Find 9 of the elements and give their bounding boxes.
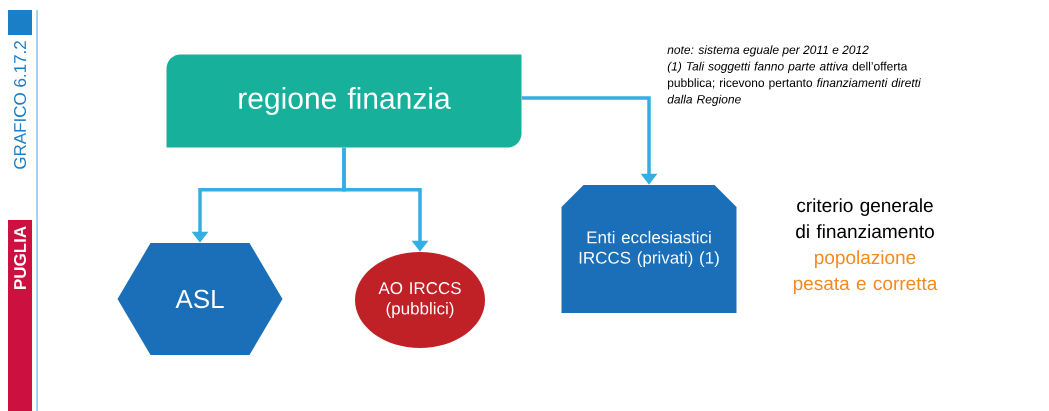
chart-number: GRAFICO 6.17.2 [14,41,27,169]
title-box: regione finanzia [166,54,522,148]
hexagon: ASL [117,243,283,355]
criterion-text: criterio generale di finanziamento [796,198,934,239]
note-text: (1) Tali soggetti fanno parte attiva dell’offerta pubblica; ricevono pertanto finanziamenti diretti dalla Regione [667,61,921,106]
note-text: note: sistema eguale per 2011 e 2012 [667,45,869,57]
criterion-text: popolazione pesata e corretta [793,250,938,294]
chamfered-box: Enti ecclesiastici IRCCS (privati) (1) [561,185,737,313]
region-tab: PUGLIA [8,220,32,411]
